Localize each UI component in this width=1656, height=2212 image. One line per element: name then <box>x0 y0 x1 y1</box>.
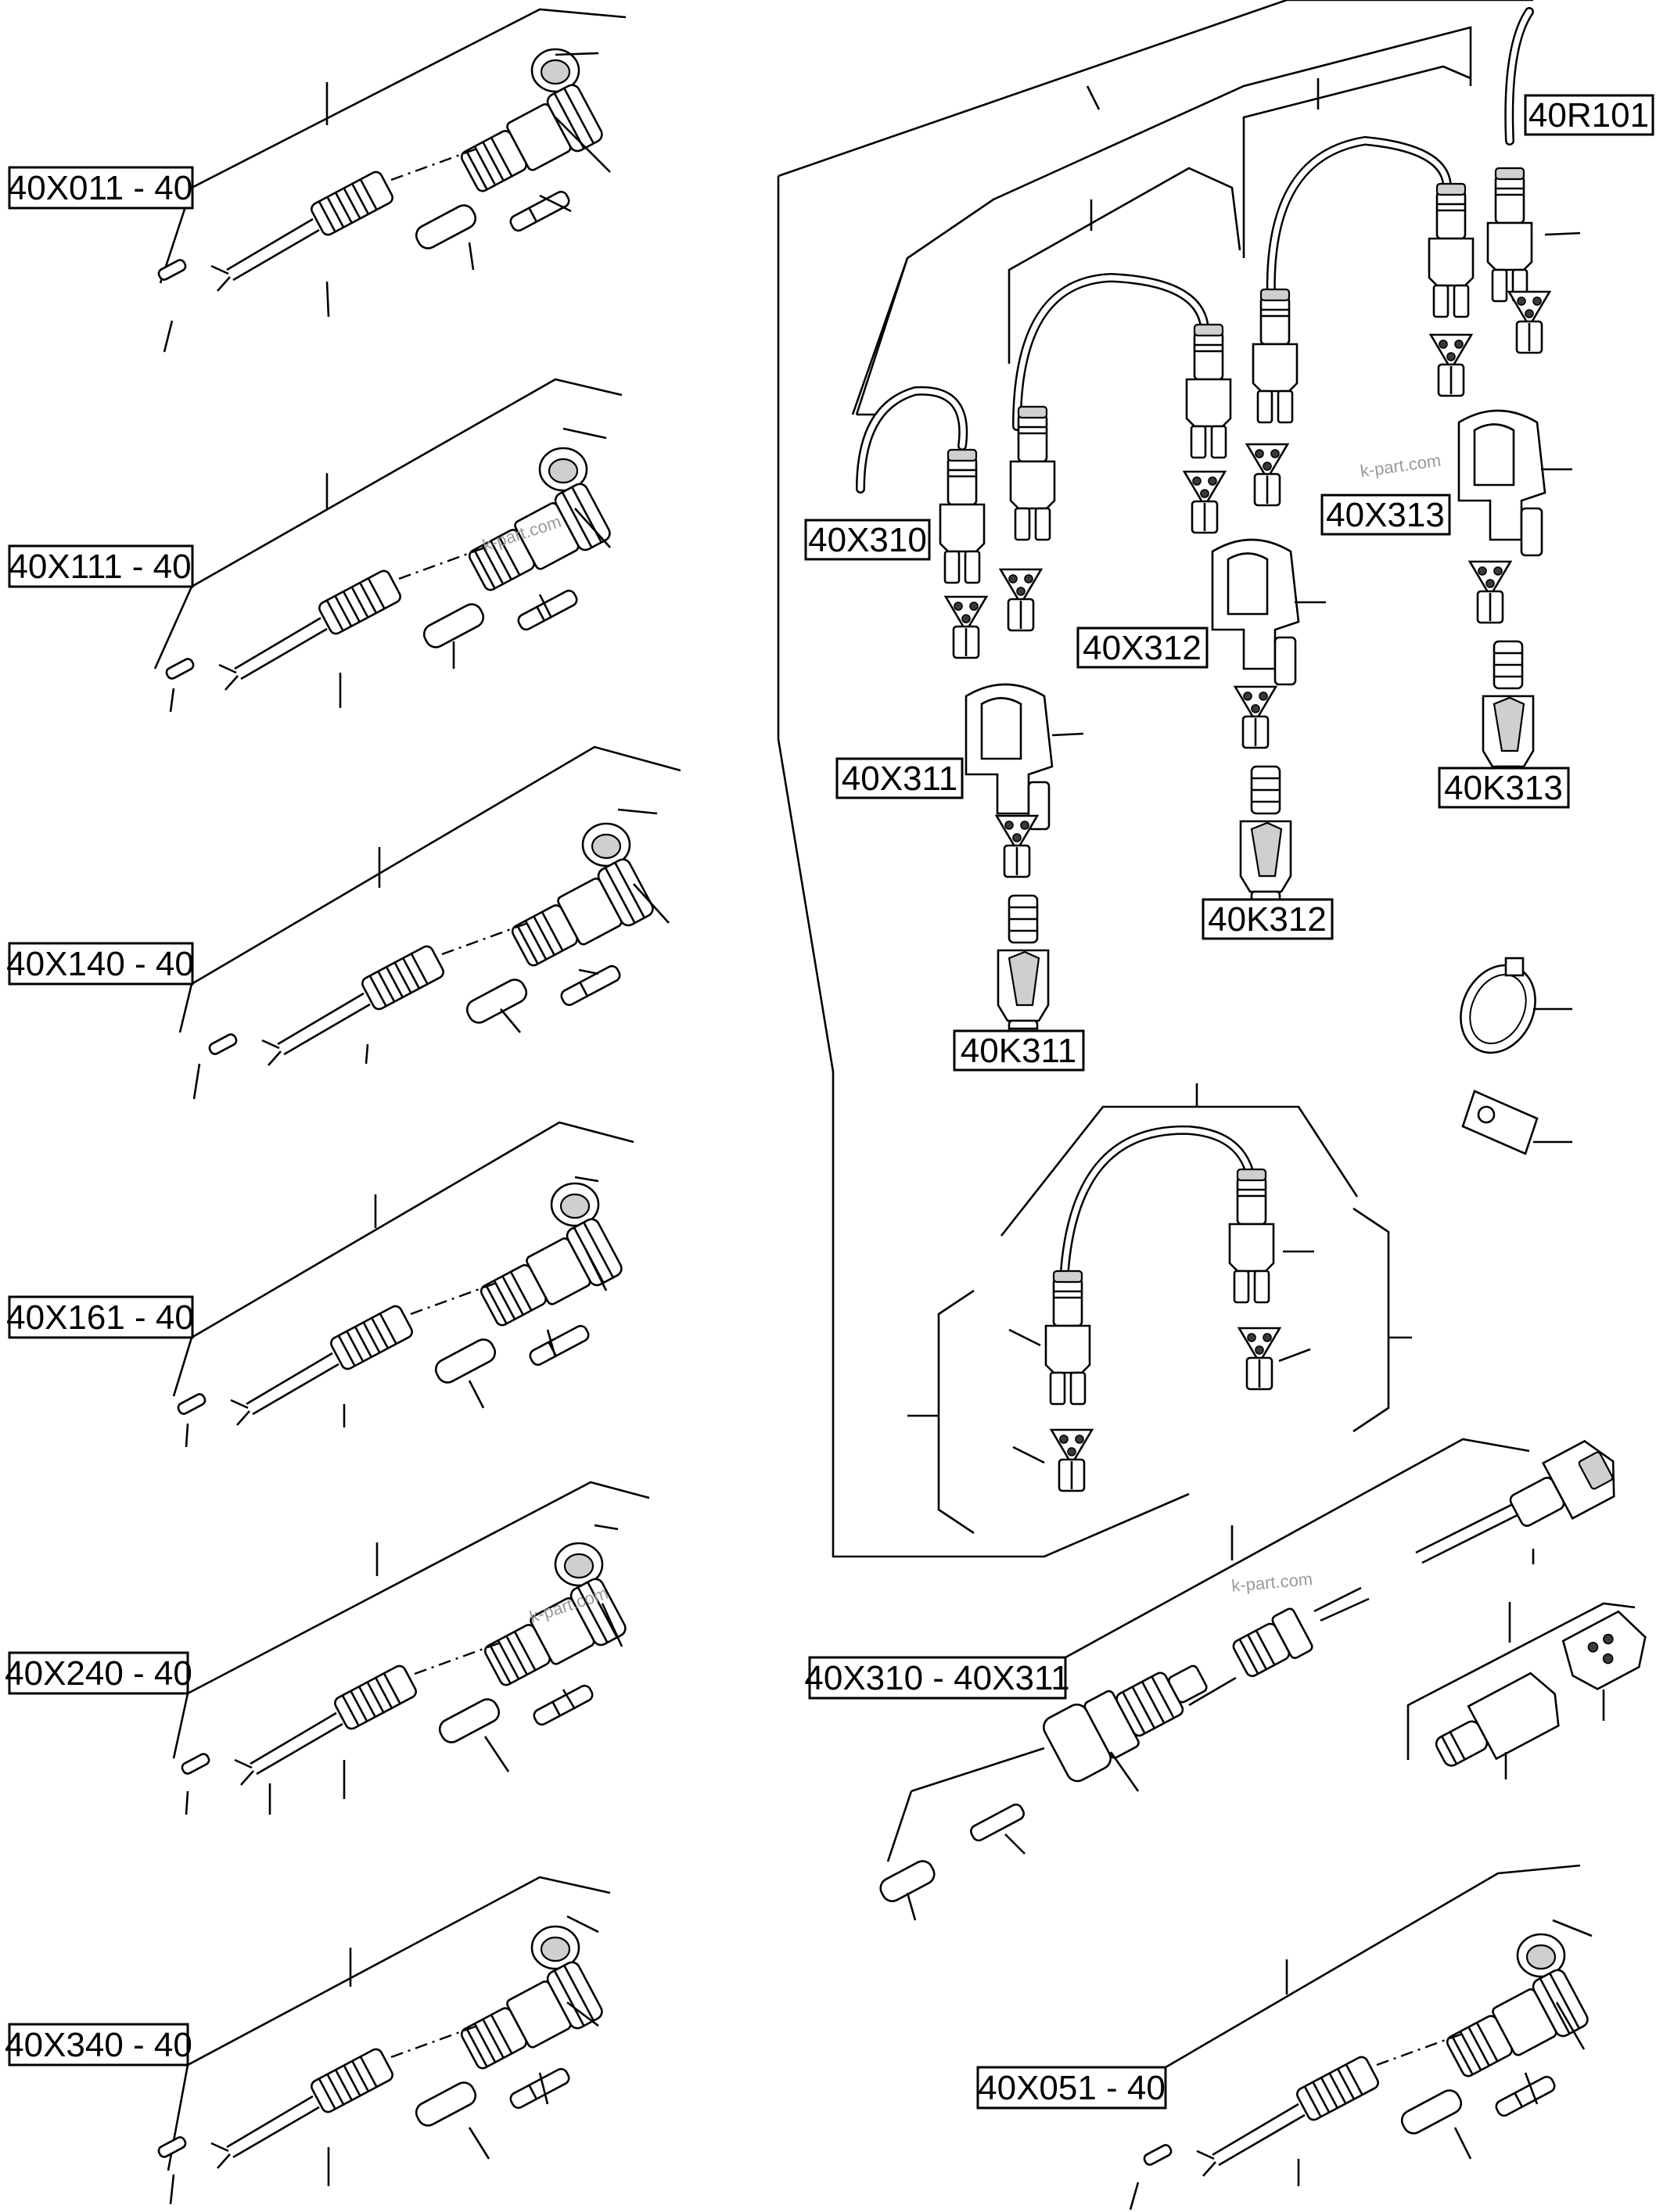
assembly-40x310-40x311: k-part.com 40X310 - 40X311 <box>804 1438 1647 1921</box>
assembly-40x051: 40X051 - 40 <box>976 1864 1593 2210</box>
label-40x312: 40X312 <box>1083 629 1202 667</box>
label-40x161-40: 40X161 - 40 <box>6 1298 194 1337</box>
harness-group: k-part.com 40X310 40X311 40X312 40X313 4… <box>777 0 1654 1558</box>
label-40x111-40: 40X111 - 40 <box>9 548 191 586</box>
assembly-40x140: 40X140 - 40 <box>6 745 681 1100</box>
label-40k312: 40K312 <box>1208 900 1327 939</box>
assembly-40x240: k-part.com 40X240 - 40 <box>5 1481 650 1815</box>
label-40x310-40x311: 40X310 - 40X311 <box>804 1659 1069 1697</box>
assembly-40x340: 40X340 - 40 <box>5 1876 611 2205</box>
label-plate <box>1461 1090 1572 1155</box>
label-40x310: 40X310 <box>808 521 927 559</box>
spare-connector-group <box>907 1083 1412 1535</box>
assembly-40x161: 40X161 - 40 <box>6 1121 634 1448</box>
cable-tie <box>1460 957 1572 1054</box>
label-40x340-40: 40X340 - 40 <box>5 2026 192 2064</box>
label-40x051-40: 40X051 - 40 <box>978 2069 1166 2107</box>
label-40r101: 40R101 <box>1528 96 1649 135</box>
assembly-40x111: k-part.com 40X111 - 40 <box>8 378 623 713</box>
label-40k313: 40K313 <box>1444 769 1563 807</box>
watermark: k-part.com <box>1230 1569 1313 1596</box>
watermark: k-part.com <box>1359 451 1442 481</box>
label-40x011-40: 40X011 - 40 <box>8 169 192 207</box>
assembly-40x011: 40X011 - 40 <box>8 8 627 353</box>
label-40x240-40: 40X240 - 40 <box>5 1654 192 1693</box>
label-40k311: 40K311 <box>961 1032 1076 1070</box>
label-40x313: 40X313 <box>1326 496 1445 534</box>
label-40x140-40: 40X140 - 40 <box>6 945 194 983</box>
label-40x311: 40X311 <box>842 759 957 798</box>
